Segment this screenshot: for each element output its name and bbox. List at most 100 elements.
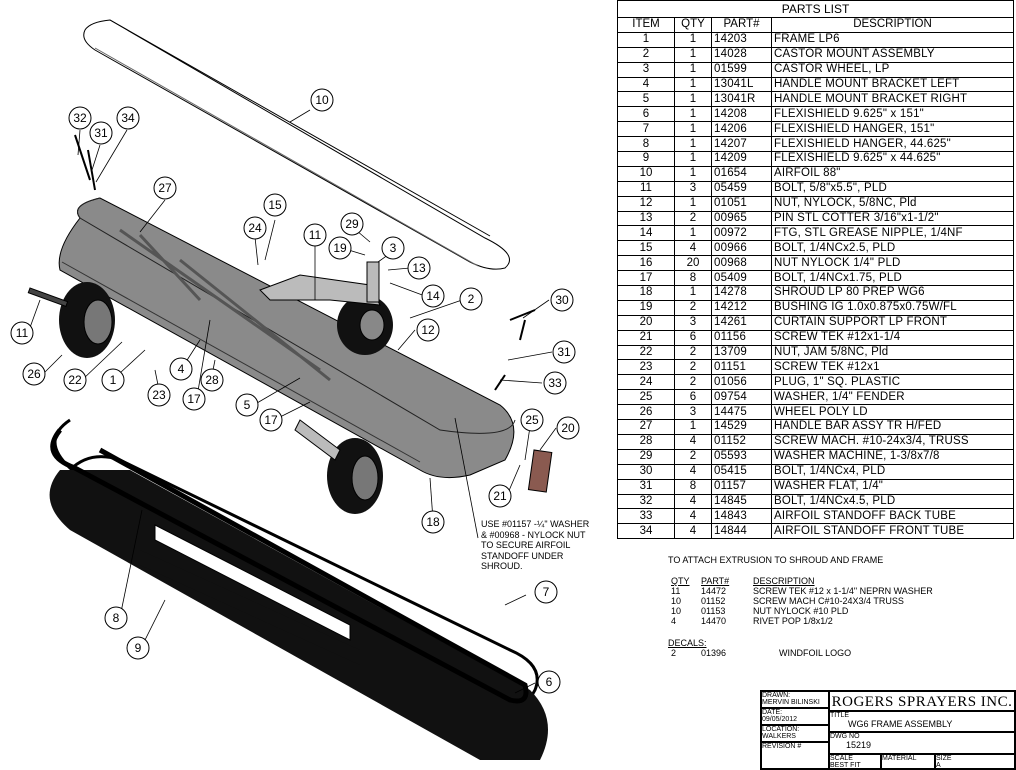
part-number: 01157 xyxy=(711,478,772,495)
description: PIN STL COTTER 3/16"x1-1/2" xyxy=(771,210,1014,227)
part-number: 05409 xyxy=(711,270,772,287)
description: WASHER, 1/4" FENDER xyxy=(771,389,1014,406)
description: NUT NYLOCK #10 PLD xyxy=(753,606,849,616)
material-cell: MATERIAL xyxy=(881,754,935,769)
balloon-25: 25 xyxy=(520,408,544,432)
extrusion-row: 10 01153 NUT NYLOCK #10 PLD xyxy=(668,606,1008,616)
balloon-14: 14 xyxy=(421,284,445,308)
balloon-29: 29 xyxy=(340,212,364,236)
drawn-cell: DRAWN: MERVIN BILINSKI xyxy=(761,691,829,708)
drawing-title: WG6 FRAME ASSEMBLY xyxy=(848,719,953,729)
item-number: 27 xyxy=(617,419,675,435)
item-number: 28 xyxy=(617,433,675,450)
dwg-number: 15219 xyxy=(846,740,872,750)
quantity: 1 xyxy=(674,136,712,153)
description: HANDLE MOUNT BRACKET LEFT xyxy=(771,76,1014,93)
svg-text:4: 4 xyxy=(178,362,185,376)
quantity: 8 xyxy=(674,270,712,287)
description: AIRFOIL 88" xyxy=(771,165,1014,182)
item-number: 12 xyxy=(617,195,675,212)
part-number: 00965 xyxy=(711,210,772,227)
balloon-20: 20 xyxy=(556,416,580,440)
item-number: 25 xyxy=(617,389,675,406)
part-number: 14028 xyxy=(711,46,772,63)
balloon-24: 24 xyxy=(243,216,267,240)
description: BOLT, 1/4NCx4, PLD xyxy=(771,463,1014,480)
balloon-1: 1 xyxy=(101,368,125,392)
part-number: 13041R xyxy=(711,91,772,108)
material-label: MATERIAL xyxy=(882,755,917,762)
item-number: 18 xyxy=(617,285,675,301)
extrusion-row: 4 14470 RIVET POP 1/8x1/2 xyxy=(668,616,1008,626)
part-number: 14475 xyxy=(711,404,772,421)
col-header-qty: QTY xyxy=(674,17,712,33)
svg-text:9: 9 xyxy=(135,641,142,655)
item-number: 11 xyxy=(617,180,675,197)
balloon-21: 21 xyxy=(488,484,512,508)
description: AIRFOIL STANDOFF BACK TUBE xyxy=(771,508,1014,525)
quantity: 1 xyxy=(674,121,712,138)
balloon-6: 6 xyxy=(537,670,561,694)
airfoil-standoff-note: USE #01157 -¼" WASHER & #00968 - NYLOCK … xyxy=(481,519,591,572)
part-number: 14261 xyxy=(711,314,772,331)
note-line: & #00968 - NYLOCK NUT xyxy=(481,529,586,540)
extrusion-row: 11 14472 SCREW TEK #12 x 1-1/4" NEPRN WA… xyxy=(668,586,1008,596)
part-number: 05415 xyxy=(711,463,772,480)
part-number: 05459 xyxy=(711,180,772,197)
description: RIVET POP 1/8x1/2 xyxy=(753,616,833,626)
item-number: 7 xyxy=(617,121,675,138)
quantity: 1 xyxy=(674,46,712,63)
description: WASHER FLAT, 1/4" xyxy=(771,478,1014,495)
size-cell: SIZE A xyxy=(935,754,1015,769)
description: SCREW MACH. #10-24x3/4, TRUSS xyxy=(771,433,1014,450)
item-number: 10 xyxy=(617,165,675,182)
size-label: SIZE xyxy=(936,755,952,762)
quantity: 4 xyxy=(674,523,712,540)
svg-text:33: 33 xyxy=(548,376,562,390)
description: WHEEL POLY LD xyxy=(771,404,1014,421)
item-number: 13 xyxy=(617,210,675,227)
balloon-34: 34 xyxy=(116,106,140,130)
description: AIRFOIL STANDOFF FRONT TUBE xyxy=(771,523,1014,540)
svg-text:3: 3 xyxy=(390,241,397,255)
quantity: 1 xyxy=(674,165,712,182)
quantity: 2 xyxy=(674,210,712,227)
svg-text:31: 31 xyxy=(94,126,108,140)
balloon-7: 7 xyxy=(534,580,558,604)
part-number: 00968 xyxy=(711,255,772,272)
item-number: 17 xyxy=(617,270,675,287)
svg-text:28: 28 xyxy=(205,373,219,387)
qty: 10 xyxy=(671,596,682,606)
item-number: 14 xyxy=(617,225,675,242)
part-number: 13709 xyxy=(711,344,772,361)
location-cell: LOCATION: WALKERS xyxy=(761,725,829,742)
part-number: 01151 xyxy=(711,359,772,376)
location-label: LOCATION: xyxy=(762,726,800,733)
item-number: 2 xyxy=(617,46,675,63)
note-line: TO SECURE AIRFOIL xyxy=(481,540,571,550)
description: SCREW MACH C#10-24X3/4 TRUSS xyxy=(753,596,904,606)
quantity: 6 xyxy=(674,329,712,346)
description: NUT NYLOCK 1/4" PLD xyxy=(771,255,1014,272)
svg-text:25: 25 xyxy=(525,413,539,427)
description: HANDLE BAR ASSY TR H/FED xyxy=(771,419,1014,435)
date-value: 09/05/2012 xyxy=(762,716,798,723)
svg-text:30: 30 xyxy=(555,293,569,307)
col-qty: QTY xyxy=(671,576,690,586)
part-number: 14203 xyxy=(711,31,772,48)
part-number: 14843 xyxy=(711,508,772,525)
item-number: 16 xyxy=(617,255,675,272)
revision-cell: REVISION # xyxy=(761,742,829,769)
description: BOLT, 1/4NCx2.5, PLD xyxy=(771,240,1014,257)
quantity: 8 xyxy=(674,478,712,495)
